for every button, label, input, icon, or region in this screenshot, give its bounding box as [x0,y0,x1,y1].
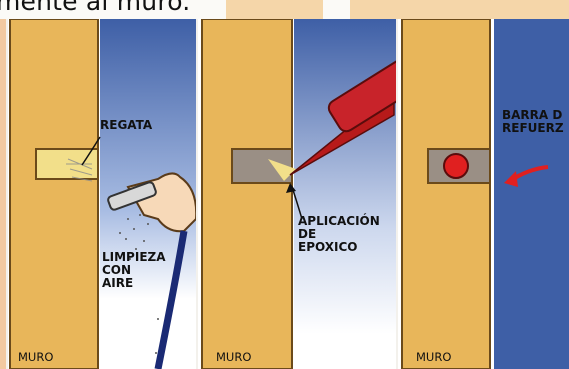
air-hose [154,230,188,369]
air-nozzle [107,181,157,211]
callout-air-cleaning: LIMPIEZA CON AIRE [102,250,166,290]
decor-tab-1 [226,0,323,19]
wall-block [9,19,99,369]
page-caption: mente al muro. [0,0,191,16]
air-gap [494,19,569,369]
top-strip: mente al muro. [0,0,569,19]
panel-3-illustration [401,19,569,369]
left-margin [0,19,8,369]
panel-1-illustration [9,19,196,369]
wall-label: MURO [18,350,54,364]
panel-rebar: BARRA D REFUERZ MURO [396,19,569,369]
epoxy-gun [327,59,396,133]
callout-epoxy: APLICACIÓN DE EPOXICO [298,214,380,254]
wall-block [201,19,293,369]
wall-label: MURO [416,350,452,364]
wall-label: MURO [216,350,252,364]
panel-2-illustration [201,19,396,369]
decor-tab-2 [350,0,569,19]
panel-epoxy: APLICACIÓN DE EPOXICO MURO [196,19,398,369]
rebar [443,153,469,179]
callout-regata: REGATA [100,118,153,132]
panel-cleaning: REGATA LIMPIEZA CON AIRE MURO [6,19,198,369]
callout-rebar: BARRA D REFUERZ [502,108,564,135]
wall-block [401,19,491,369]
arrow-icon [504,171,518,187]
